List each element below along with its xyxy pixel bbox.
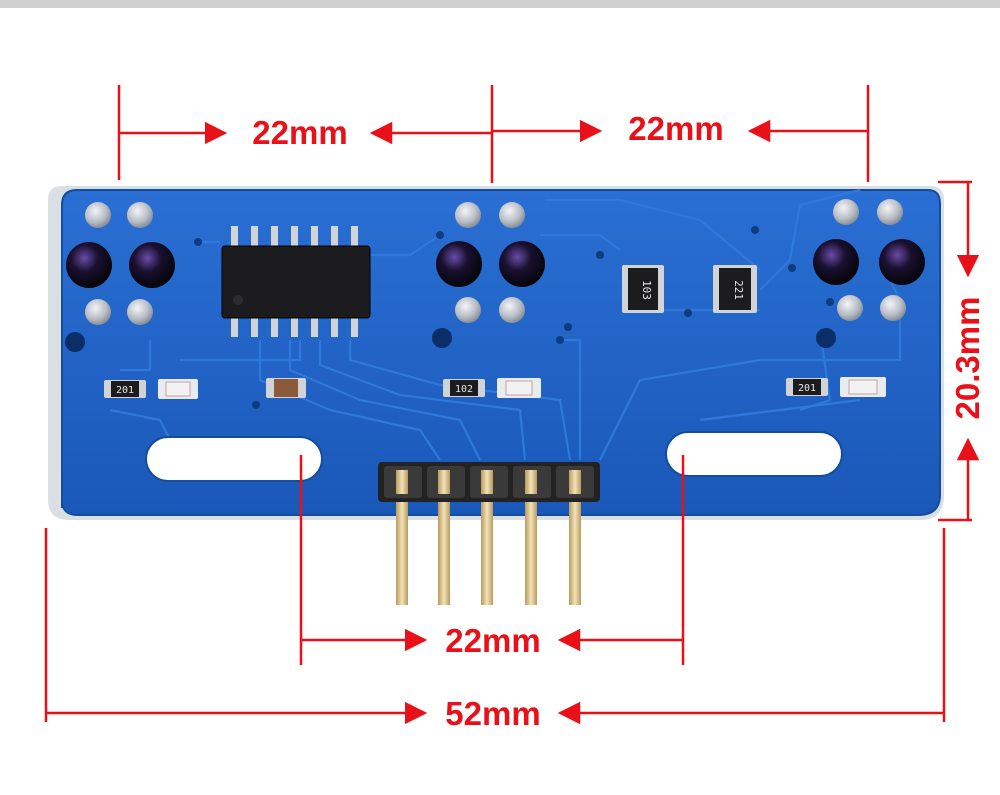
dimension-bottom-inner: 22mm	[445, 622, 540, 659]
solder-pad	[833, 199, 859, 225]
solder-pad	[455, 297, 481, 323]
ir-receiver-led	[879, 239, 925, 285]
solder-pad	[837, 295, 863, 321]
dimension-height: 20.3mm	[949, 297, 986, 420]
pin-header	[378, 462, 600, 605]
resistor-right-label: 201	[798, 383, 816, 394]
solder-pad	[877, 199, 903, 225]
ir-emitter-led	[813, 239, 859, 285]
pad-dark-left	[65, 332, 85, 352]
ir-emitter-led	[436, 241, 482, 287]
ir-emitter-led	[66, 242, 112, 288]
resistor-array-103: 103	[622, 265, 664, 313]
solder-pad	[127, 299, 153, 325]
pad-dark-right	[816, 328, 836, 348]
sensor-group-center	[436, 202, 545, 323]
dimension-labels: 22mm 22mm 22mm 52mm 20.3mm	[252, 110, 986, 732]
resistor-center-label: 102	[455, 384, 473, 395]
solder-pad	[85, 202, 111, 228]
smd-row-center: 102	[443, 378, 541, 398]
resistor-array-221: 221	[713, 265, 757, 313]
dimension-top-right: 22mm	[628, 110, 723, 147]
solder-pad	[499, 202, 525, 228]
pad-dark-center	[432, 328, 452, 348]
solder-pad	[455, 202, 481, 228]
ir-receiver-led	[499, 241, 545, 287]
mounting-slot-right	[665, 431, 843, 477]
dimension-top-left: 22mm	[252, 114, 347, 151]
pcb-vias	[194, 226, 834, 409]
smd-capacitor	[266, 378, 306, 398]
smd-row-right: 201	[786, 377, 886, 397]
sensor-group-left	[66, 202, 175, 325]
resistor-array-1-label: 103	[640, 280, 653, 300]
dimension-bottom-total: 52mm	[445, 695, 540, 732]
solder-pad	[880, 295, 906, 321]
dimension-lines	[44, 85, 980, 725]
top-edge-band	[0, 0, 1000, 8]
mounting-slot-left	[145, 436, 323, 482]
smd-row-left: 201	[104, 379, 198, 399]
resistor-array-2-label: 221	[732, 280, 745, 300]
resistor-left-label: 201	[116, 385, 134, 396]
solder-pad	[85, 299, 111, 325]
solder-pad	[127, 202, 153, 228]
ir-receiver-led	[129, 242, 175, 288]
soic-14-chip	[221, 226, 371, 337]
sensor-group-right	[813, 199, 925, 321]
solder-pad	[499, 297, 525, 323]
